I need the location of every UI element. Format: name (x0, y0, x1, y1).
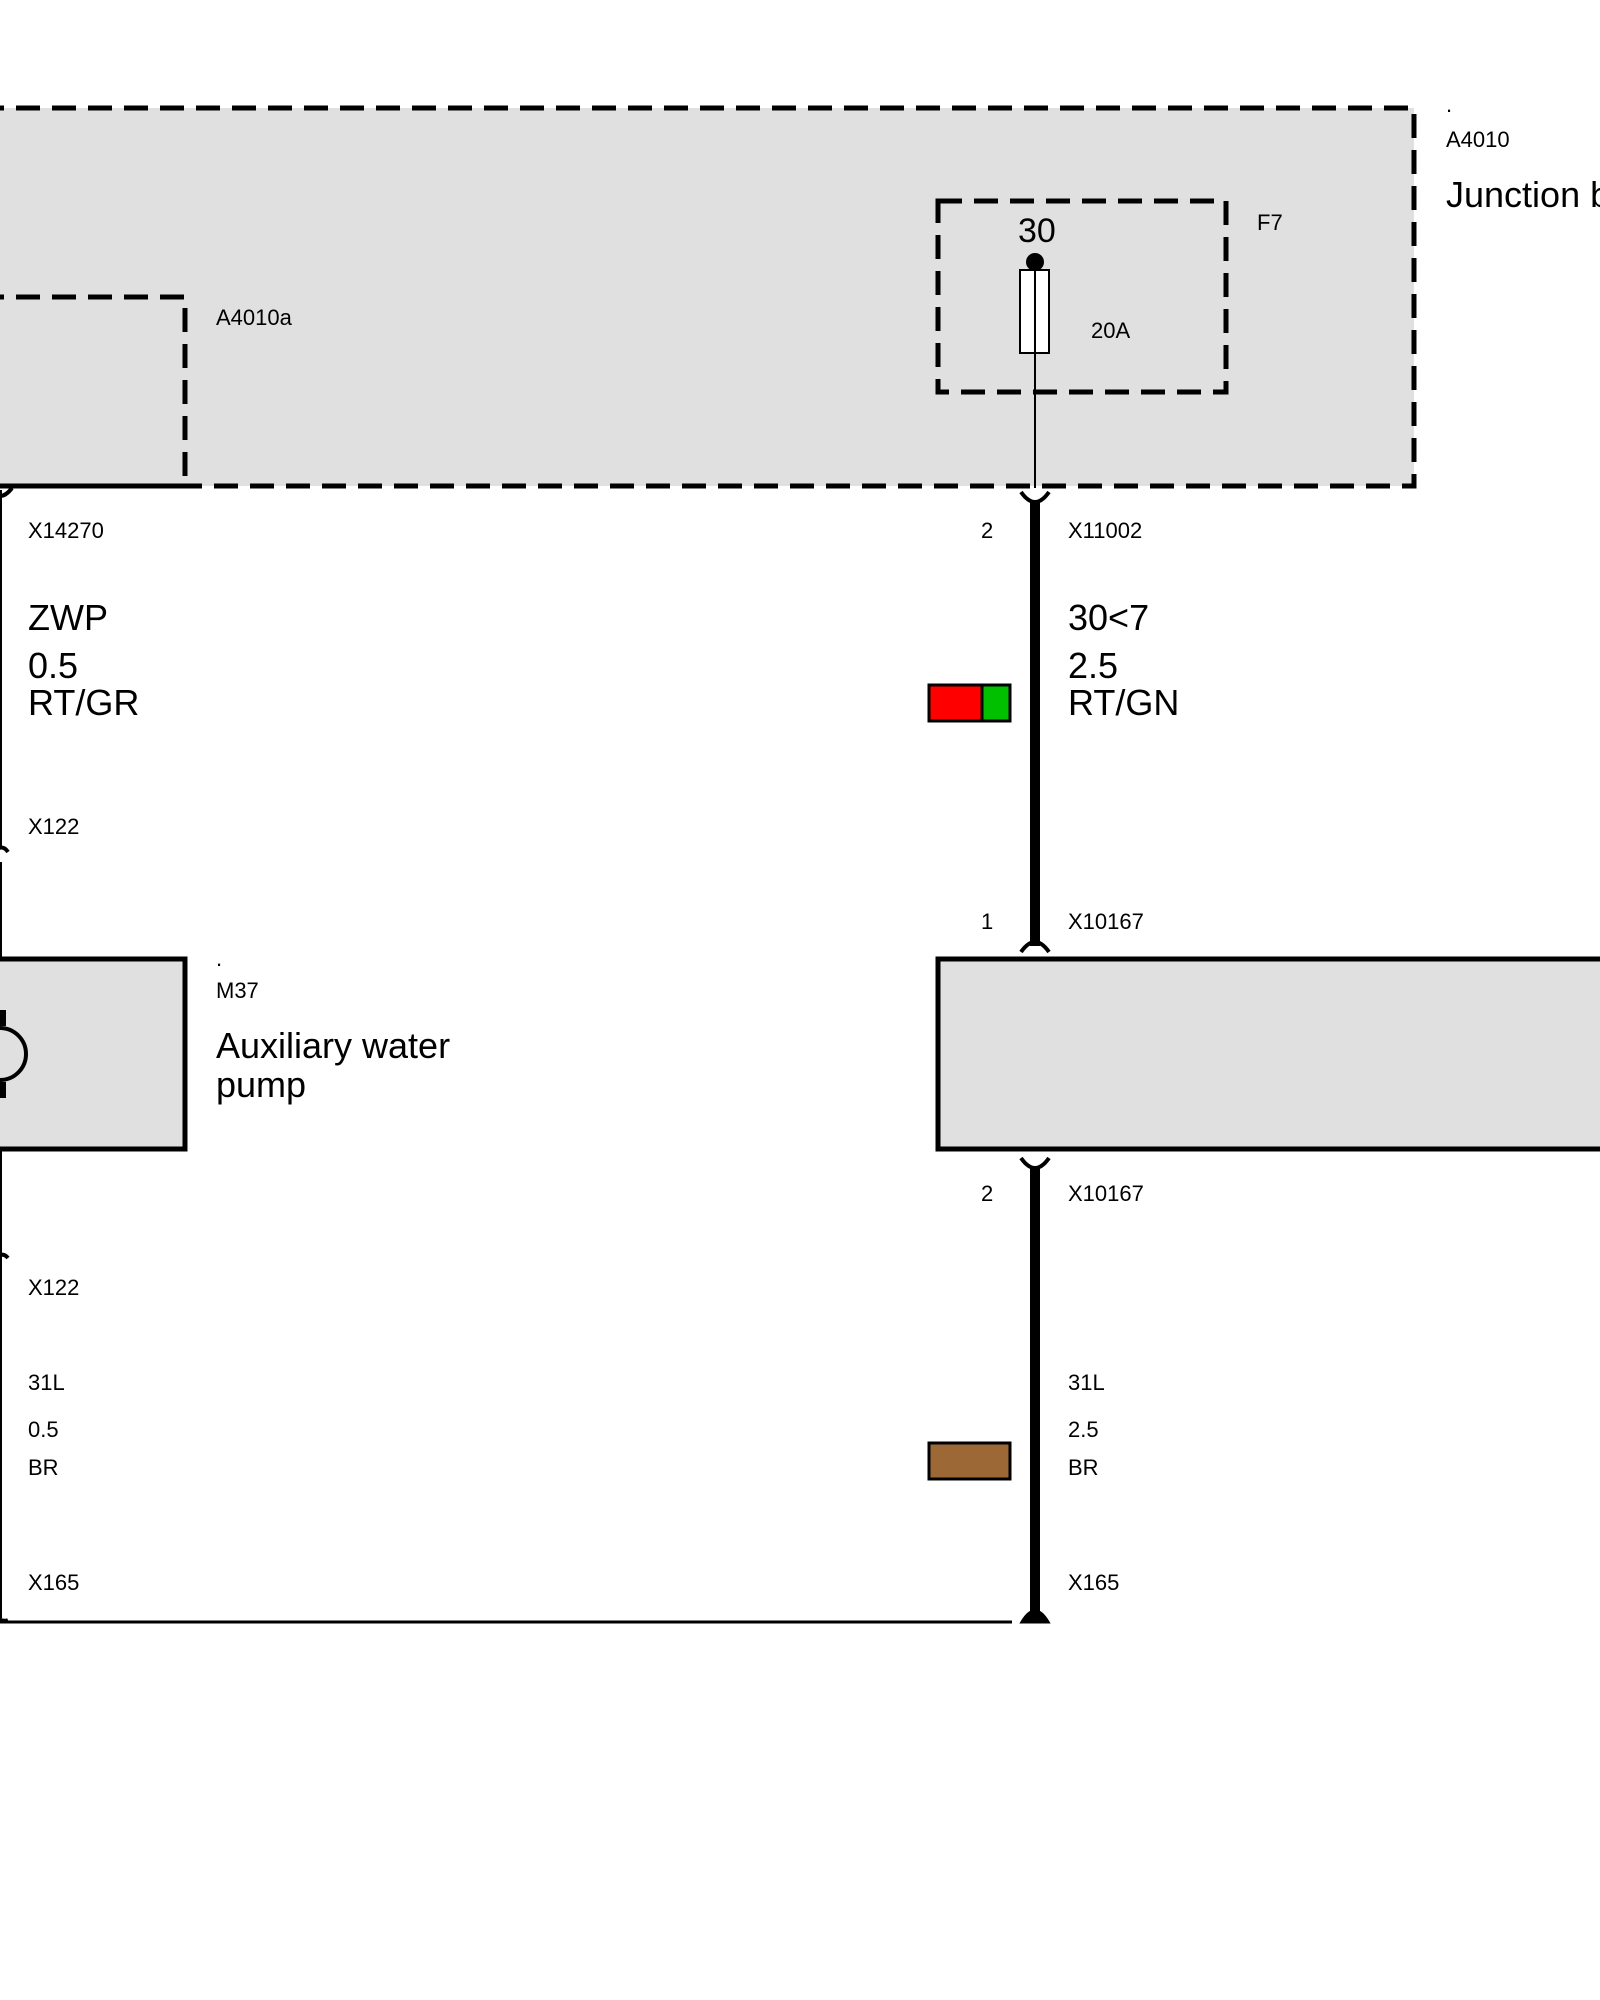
left-connector-x122-bottom-arc (0, 1252, 10, 1260)
junction-box-outline (0, 105, 1417, 489)
pump-motor-brush-bottom (0, 1082, 6, 1098)
left-upper-signal: ZWP (28, 597, 108, 638)
pump-name-line2: pump (216, 1064, 306, 1105)
wire-color-swatch-green (980, 683, 1012, 723)
fuse-terminal: 30 (1018, 212, 1056, 250)
right-x165-label: X165 (1068, 1570, 1119, 1595)
pump-motor-icon (0, 1026, 28, 1082)
right-lower-signal: 31L (1068, 1370, 1105, 1395)
left-connector-x14270-arc (0, 486, 14, 498)
right-connector-x10167-top-arc (1019, 940, 1051, 954)
left-lower-gauge: 0.5 (28, 1417, 59, 1442)
right-connector-x10167-bottom-arc (1019, 1156, 1051, 1170)
right-upper-color-code: RT/GN (1068, 682, 1179, 723)
junction-box-dot: . (1446, 92, 1452, 117)
left-connector-x165-arc (0, 1617, 9, 1623)
right-upper-signal: 30<7 (1068, 597, 1149, 638)
left-lower-color-code: BR (28, 1455, 59, 1480)
pump-dot: . (216, 946, 222, 971)
right-upper-pin-top: 2 (981, 518, 993, 543)
right-connector-x11002-arc (1019, 490, 1051, 504)
left-x122-top-label: X122 (28, 814, 79, 839)
right-ground-splice (1019, 1609, 1051, 1624)
wire-color-swatch-red (927, 683, 984, 723)
sub-box-a4010a-id: A4010a (216, 305, 293, 330)
pump-box (0, 956, 188, 1152)
left-x165-label: X165 (28, 1570, 79, 1595)
junction-box-id: A4010 (1446, 127, 1510, 152)
left-upper-gauge: 0.5 (28, 645, 78, 686)
sub-box-a4010a-outline (0, 294, 188, 489)
fuse-rating: 20A (1091, 318, 1130, 343)
wire-color-swatch-brown (927, 1441, 1012, 1481)
right-lower-color-code: BR (1068, 1455, 1099, 1480)
right-upper-pin-bottom: 1 (981, 909, 993, 934)
right-x10167-top-label: X10167 (1068, 909, 1144, 934)
left-x122-bottom-label: X122 (28, 1275, 79, 1300)
pump-id: M37 (216, 978, 259, 1003)
right-upper-gauge: 2.5 (1068, 645, 1118, 686)
right-lower-gauge: 2.5 (1068, 1417, 1099, 1442)
right-x10167-bottom-label: X10167 (1068, 1181, 1144, 1206)
right-top-connector: X11002 (1068, 518, 1142, 543)
fuse-id: F7 (1257, 210, 1283, 235)
fuse-box-outline (935, 198, 1229, 395)
left-connector-x122-top-arc (0, 845, 10, 854)
left-top-connector: X14270 (28, 518, 104, 543)
junction-box-title: Junction b (1446, 174, 1600, 215)
right-component-box (935, 956, 1600, 1152)
right-lower-pin-top: 2 (981, 1181, 993, 1206)
pump-motor-brush-top (0, 1010, 6, 1026)
pump-name-line1: Auxiliary water (216, 1025, 450, 1066)
left-lower-signal: 31L (28, 1370, 65, 1395)
left-upper-color-code: RT/GR (28, 682, 139, 723)
